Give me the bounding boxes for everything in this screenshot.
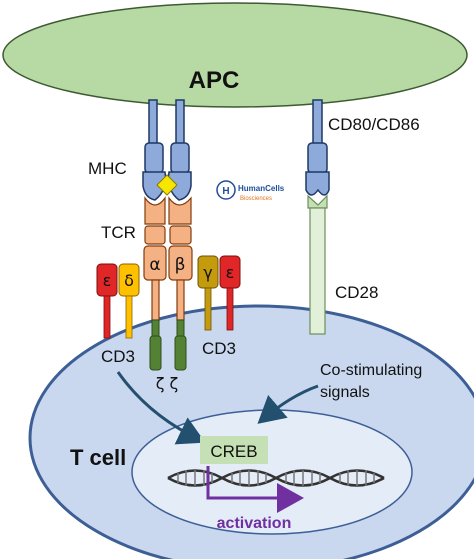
beta-chain-label: β [175,255,186,275]
cd3-right-epsilon [219,255,241,331]
zeta-chains [149,319,187,371]
peptide-antigen [156,174,178,196]
creb-box [200,436,268,464]
tcr-label: TCR [101,223,136,242]
creb-label: CREB [210,442,257,461]
costim-label-line2: signals [320,384,370,401]
costim-label-line1: Co-stimulating [320,362,422,379]
cd3-signal-arrow [116,371,206,445]
cd3-right-label: CD3 [202,339,236,358]
logo-name: HumanCells [238,184,285,193]
mhc-label: MHC [88,159,127,178]
t-cell-label: T cell [70,445,126,470]
apc-cell [2,2,468,108]
epsilon-right-label: ε [226,263,235,282]
delta-label: δ [124,271,134,290]
gamma-label: γ [203,263,212,282]
alpha-chain-label: α [149,255,160,275]
tcr-receptor [143,196,193,321]
activation-label: activation [217,515,292,532]
costim-signal-arrow [257,384,319,424]
epsilon-left-label: ε [103,271,112,290]
cd28-label: CD28 [335,283,378,302]
activation-arrow [206,466,304,513]
humancells-logo: H HumanCells Biosciences [216,180,285,202]
logo-sub: Biosciences [240,196,272,202]
cd3-left-epsilon [96,263,118,339]
cd3-left-delta [118,263,140,339]
cd28-receptor [307,194,328,335]
cd3-right-gamma [197,255,219,331]
cd80-cd86-label: CD80/CD86 [328,115,420,134]
apc-label: APC [189,67,240,94]
zeta-label: ζ ζ [156,374,179,393]
cd80-cd86-molecule [305,99,330,196]
cd3-left-label: CD3 [101,347,135,366]
logo-letter: H [222,186,229,197]
dna-helix [167,469,385,487]
